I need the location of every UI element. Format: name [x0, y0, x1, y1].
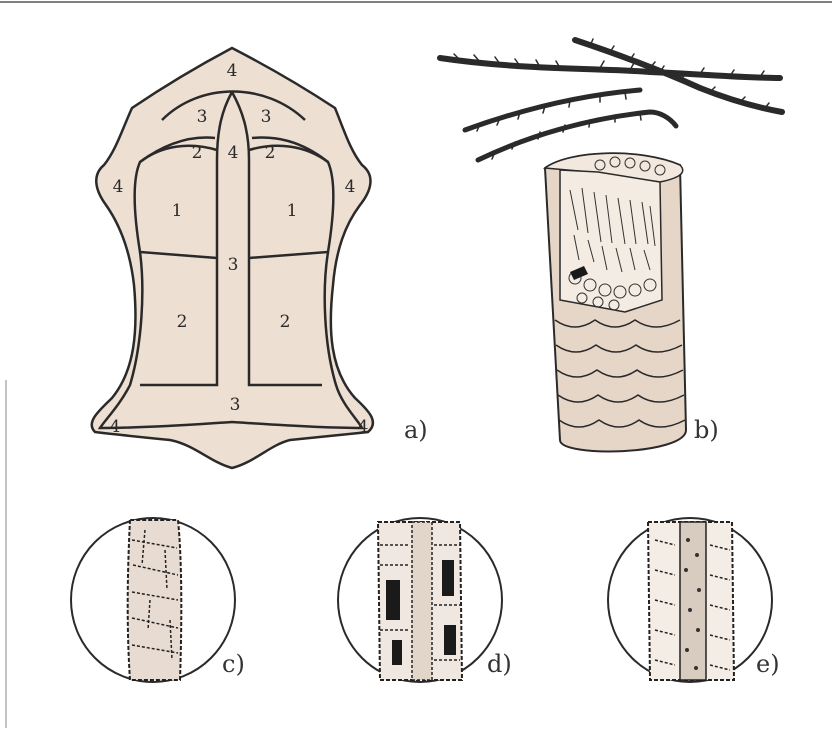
region-belly-bottom: 3	[230, 395, 241, 415]
region-right-upper-corner: 4	[345, 177, 356, 197]
region-belly-left: 2	[177, 312, 188, 332]
region-spine-mid: 3	[228, 255, 239, 275]
panel-c-label: c)	[222, 650, 245, 678]
panel-d-medulla	[412, 522, 432, 680]
region-right-lower-corner: 4	[358, 417, 369, 437]
region-left-lower-corner: 4	[110, 417, 121, 437]
region-butt-left: 1	[172, 201, 183, 221]
region-neck-left: 2	[192, 143, 203, 163]
panel-e-label: e)	[756, 650, 780, 678]
panel-e-hair-section: e)	[608, 518, 780, 682]
panel-a-hide-diagram: 4 3 3 2 4 2 4 4 1 1 3 2 2 3 4 4 a)	[92, 48, 428, 468]
panel-c-hair-section: c)	[71, 518, 245, 682]
region-shoulder-right: 3	[261, 107, 272, 127]
region-neck-right: 2	[265, 143, 276, 163]
panel-d-label: d)	[487, 650, 512, 678]
region-left-upper-corner: 4	[113, 177, 124, 197]
region-shoulder-left: 3	[197, 107, 208, 127]
panel-a-label: a)	[404, 416, 428, 444]
region-butt-right: 1	[287, 201, 298, 221]
region-top: 4	[227, 61, 238, 81]
region-spine-top: 4	[228, 143, 239, 163]
panel-b-label: b)	[694, 416, 719, 444]
region-belly-right: 2	[280, 312, 291, 332]
panel-e-medulla	[680, 522, 706, 680]
hair-strands	[440, 39, 782, 160]
panel-d-hair-section: d)	[338, 518, 512, 682]
panel-b-hair: b)	[440, 39, 782, 451]
